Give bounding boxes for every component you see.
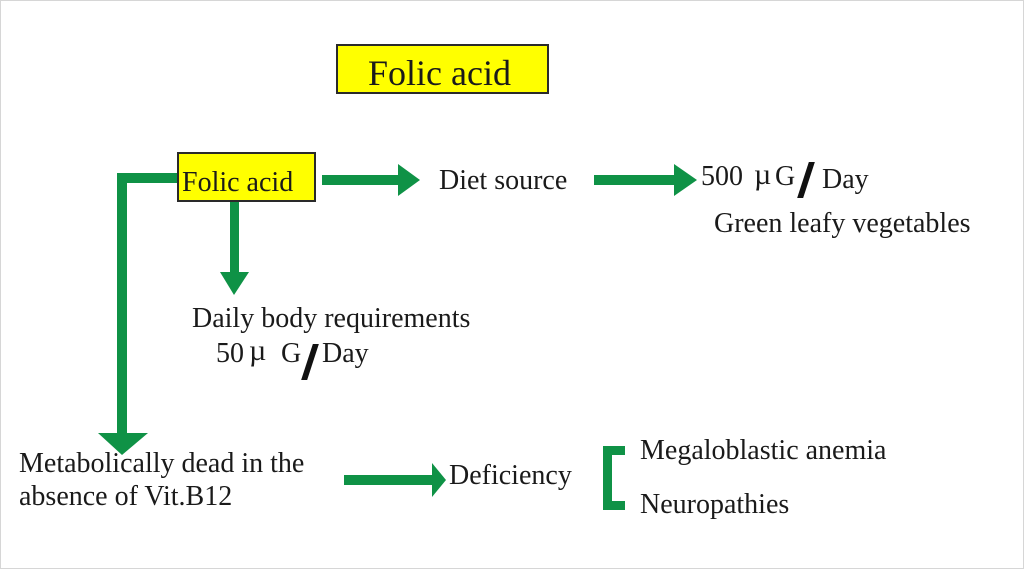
arrow-metabolic-to-deficiency — [344, 463, 446, 497]
diet-amount-mu: µ — [754, 158, 772, 191]
effect-neuropathies: Neuropathies — [640, 489, 790, 520]
node-diet-examples: Green leafy vegetables — [714, 208, 971, 239]
daily-amount-per: Day — [322, 338, 369, 369]
node-folic-acid: Folic acid — [177, 152, 316, 202]
node-metabolic-line2: absence of Vit.B12 — [19, 481, 233, 512]
daily-amount-value: 50 — [216, 338, 244, 369]
diet-amount-g: G — [775, 161, 796, 192]
diet-amount-value: 500 — [701, 161, 743, 192]
daily-amount-mu: µ — [249, 334, 267, 367]
node-deficiency: Deficiency — [449, 460, 572, 491]
arrow-root-to-metabolic — [98, 173, 177, 455]
node-diet-source: Diet source — [439, 165, 568, 196]
daily-amount-g: G — [281, 338, 302, 369]
arrow-root-to-daily-requirements — [220, 195, 249, 295]
deficiency-bracket — [603, 446, 625, 510]
effect-megaloblastic-anemia: Megaloblastic anemia — [640, 435, 887, 466]
diet-amount-per: Day — [822, 164, 869, 195]
node-folic-acid-label: Folic acid — [182, 167, 294, 198]
diagram-title: Folic acid — [368, 53, 511, 93]
title-box: Folic acid — [336, 44, 549, 94]
arrow-root-to-diet-source — [322, 164, 420, 196]
arrow-diet-source-to-amount — [594, 164, 697, 196]
node-daily-requirements: Daily body requirements — [192, 303, 471, 334]
node-metabolic-line1: Metabolically dead in the — [19, 448, 305, 479]
